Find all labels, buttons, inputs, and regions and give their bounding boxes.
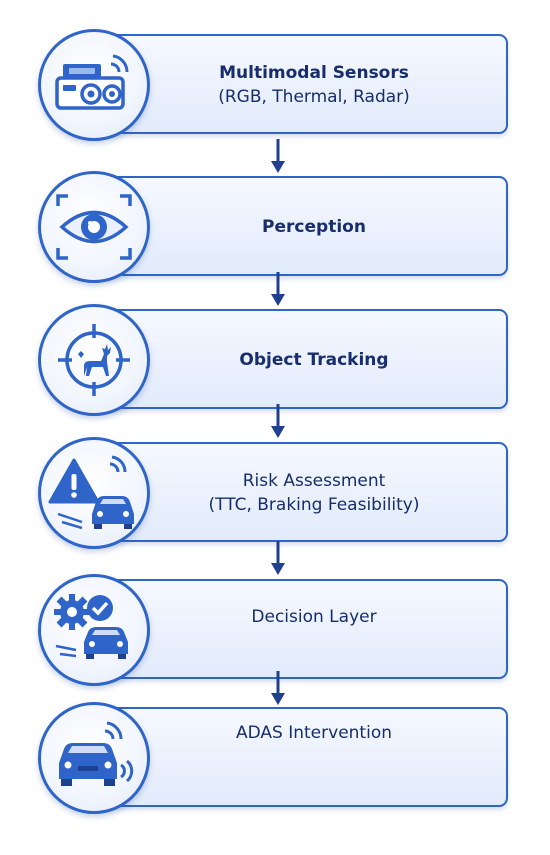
flow-arrow	[271, 404, 285, 438]
target-deer-icon	[58, 324, 130, 396]
gears-car-icon	[54, 594, 128, 659]
warning-car-icon	[48, 455, 134, 530]
step-title: ADAS Intervention	[235, 723, 392, 743]
car-signal-icon	[59, 721, 134, 786]
step-object-tracking: Object Tracking	[38, 304, 508, 416]
flow-arrow	[271, 671, 285, 705]
step-icon-circle	[38, 171, 150, 283]
step-title: Risk Assessment	[242, 471, 386, 491]
step-title: Object Tracking	[239, 350, 389, 370]
step-icon-circle	[38, 29, 150, 141]
step-label: Multimodal Sensors (RGB, Thermal, Radar)	[134, 61, 494, 109]
step-title: Decision Layer	[251, 607, 377, 627]
step-icon-circle	[38, 574, 150, 686]
step-card	[100, 176, 508, 276]
step-subtitle: (RGB, Thermal, Radar)	[218, 87, 410, 107]
step-card	[100, 34, 508, 134]
step-icon-circle	[38, 304, 150, 416]
camera-sensor-icon	[55, 54, 129, 110]
step-decision-layer: Decision Layer	[38, 574, 508, 686]
flow-arrow	[271, 139, 285, 173]
flow-arrow	[271, 541, 285, 575]
step-icon-circle	[38, 702, 150, 814]
step-label: ADAS Intervention	[134, 721, 494, 745]
step-subtitle: (TTC, Braking Feasibility)	[208, 495, 420, 515]
step-risk-assessment: Risk Assessment (TTC, Braking Feasibilit…	[38, 437, 508, 549]
step-title: Multimodal Sensors	[219, 63, 409, 83]
step-label: Perception	[134, 215, 494, 239]
step-card	[100, 579, 508, 679]
step-multimodal-sensors: Multimodal Sensors (RGB, Thermal, Radar)	[38, 29, 508, 141]
step-label: Object Tracking	[134, 348, 494, 372]
step-card	[100, 442, 508, 542]
step-perception: Perception	[38, 171, 508, 283]
step-card	[100, 707, 508, 807]
step-label: Decision Layer	[134, 605, 494, 629]
eye-scan-icon	[56, 194, 132, 260]
flow-arrow	[271, 272, 285, 306]
step-icon-circle	[38, 437, 150, 549]
step-title: Perception	[262, 217, 366, 237]
step-adas-intervention: ADAS Intervention	[38, 702, 508, 814]
step-label: Risk Assessment (TTC, Braking Feasibilit…	[134, 469, 494, 517]
